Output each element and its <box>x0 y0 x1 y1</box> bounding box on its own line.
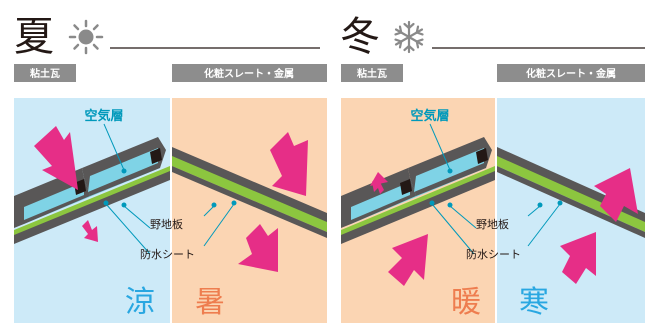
waterproof-sheet <box>14 166 170 235</box>
winter-callouts <box>429 123 561 255</box>
winter-season-title: 冬 <box>340 14 380 60</box>
waterproof-sheet <box>172 154 327 232</box>
summer-header: 夏 粘土瓦 化粧スレート・金属 <box>14 14 327 82</box>
summer-sheet-label: 防水シート <box>140 247 195 261</box>
summer-slate-metal-panel <box>172 98 327 323</box>
tile-edge <box>400 179 412 195</box>
heat-arrow <box>594 168 638 222</box>
winter-slate-metal-panel <box>497 98 645 323</box>
heat-arrow-small <box>82 220 98 242</box>
summer-air-layer-label: 空気層 <box>84 108 123 124</box>
winter-left-word: 暖 <box>451 285 481 320</box>
winter-clay-tile-panel <box>341 98 495 323</box>
sun-icon <box>68 19 104 55</box>
summer-left-tag: 粘土瓦 <box>30 67 60 80</box>
winter-left-tag-bg <box>341 64 403 82</box>
summer-right-tag: 化粧スレート・金属 <box>204 67 294 80</box>
summer-right-word: 暑 <box>195 285 225 320</box>
tile-edge <box>476 148 488 164</box>
summer-clay-tile-panel <box>14 98 170 323</box>
summer-season-title: 夏 <box>14 14 54 60</box>
heat-arrow <box>238 224 278 272</box>
waterproof-sheet <box>341 166 495 235</box>
metal-roof <box>172 147 327 222</box>
air-gap <box>351 182 410 220</box>
snowflake-icon <box>392 20 426 54</box>
summer-board-label: 野地板 <box>150 217 183 231</box>
air-gap <box>24 182 84 220</box>
roof-base <box>172 166 327 238</box>
winter-header: 冬 粘土瓦 化粧スレート・金属 <box>340 14 645 82</box>
summer-callout-dots <box>103 168 237 208</box>
heat-arrow <box>388 234 428 286</box>
heat-arrow <box>560 232 596 284</box>
winter-right-tag: 化粧スレート・金属 <box>526 67 616 80</box>
summer-right-tag-bg <box>172 64 327 82</box>
winter-sheet-label: 防水シート <box>466 247 521 261</box>
winter-right-word: 寒 <box>519 285 549 320</box>
winter-left-tag: 粘土瓦 <box>357 67 387 80</box>
winter-right-tag-bg <box>497 64 645 82</box>
summer-callouts <box>103 123 235 255</box>
winter-air-layer-label: 空気層 <box>410 108 449 124</box>
heat-arrow <box>34 126 78 190</box>
heat-arrow-small-head <box>370 172 388 186</box>
summer-left-word: 涼 <box>125 285 155 320</box>
roof-base <box>497 166 645 238</box>
tile-edge <box>150 148 162 164</box>
winter-board-label: 野地板 <box>476 217 509 231</box>
winter-callout-dots <box>429 168 563 208</box>
summer-left-tag-bg <box>14 64 76 82</box>
heat-arrow <box>270 132 308 196</box>
